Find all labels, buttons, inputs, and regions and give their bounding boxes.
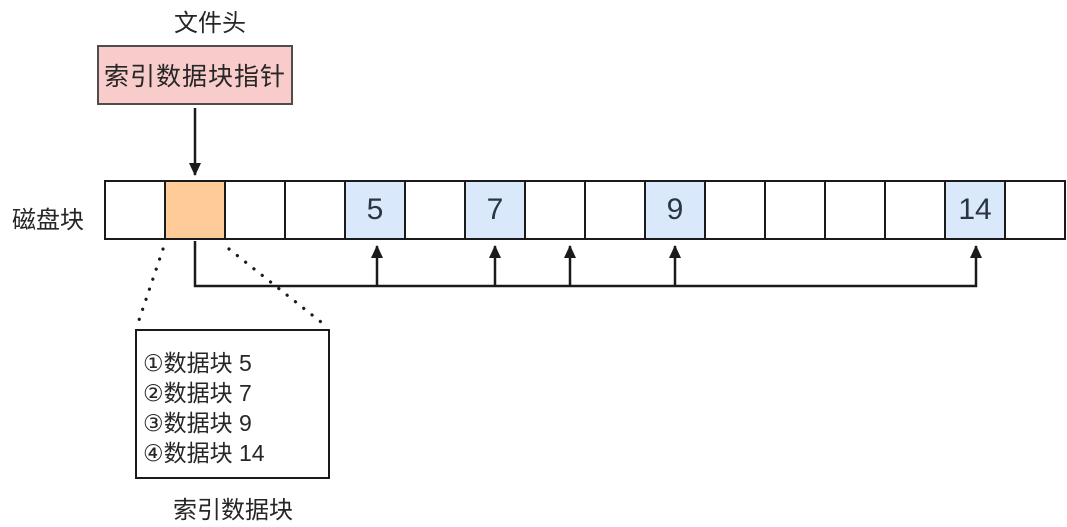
index-entry: ④数据块 14: [143, 440, 265, 466]
index-pointer-box-label: 索引数据块指针: [103, 63, 286, 91]
index-pointer-box: 索引数据块指针: [97, 45, 293, 105]
disk-block-empty: [284, 182, 344, 238]
file-header-label: 文件头: [174, 10, 246, 37]
disk-row-label: 磁盘块: [12, 207, 84, 234]
disk-block-data: 9: [644, 182, 704, 238]
disk-block-empty: [884, 182, 944, 238]
index-block-box: ①数据块 5 ②数据块 7 ③数据块 9 ④数据块 14: [135, 329, 330, 479]
disk-block-empty: [764, 182, 824, 238]
dotted-leader-left: [135, 247, 165, 328]
disk-block-row: 5 7 9 14: [104, 180, 1066, 240]
index-entry: ①数据块 5: [143, 350, 252, 376]
index-entry: ③数据块 9: [143, 410, 252, 436]
disk-block-empty: [824, 182, 884, 238]
disk-block-data: 5: [344, 182, 404, 238]
disk-block-empty: [404, 182, 464, 238]
index-connector-line: [193, 241, 982, 288]
disk-block-data: 14: [944, 182, 1004, 238]
dotted-leader-right: [227, 247, 328, 328]
index-entry: ②数据块 7: [143, 380, 252, 406]
disk-block-empty: [704, 182, 764, 238]
disk-block-data: 7: [464, 182, 524, 238]
disk-block-index: [164, 182, 224, 238]
disk-block-empty: [1004, 182, 1064, 238]
disk-block-empty: [106, 182, 164, 238]
disk-block-empty: [224, 182, 284, 238]
disk-block-empty: [584, 182, 644, 238]
disk-block-empty: [524, 182, 584, 238]
index-block-caption: 索引数据块: [173, 497, 293, 524]
